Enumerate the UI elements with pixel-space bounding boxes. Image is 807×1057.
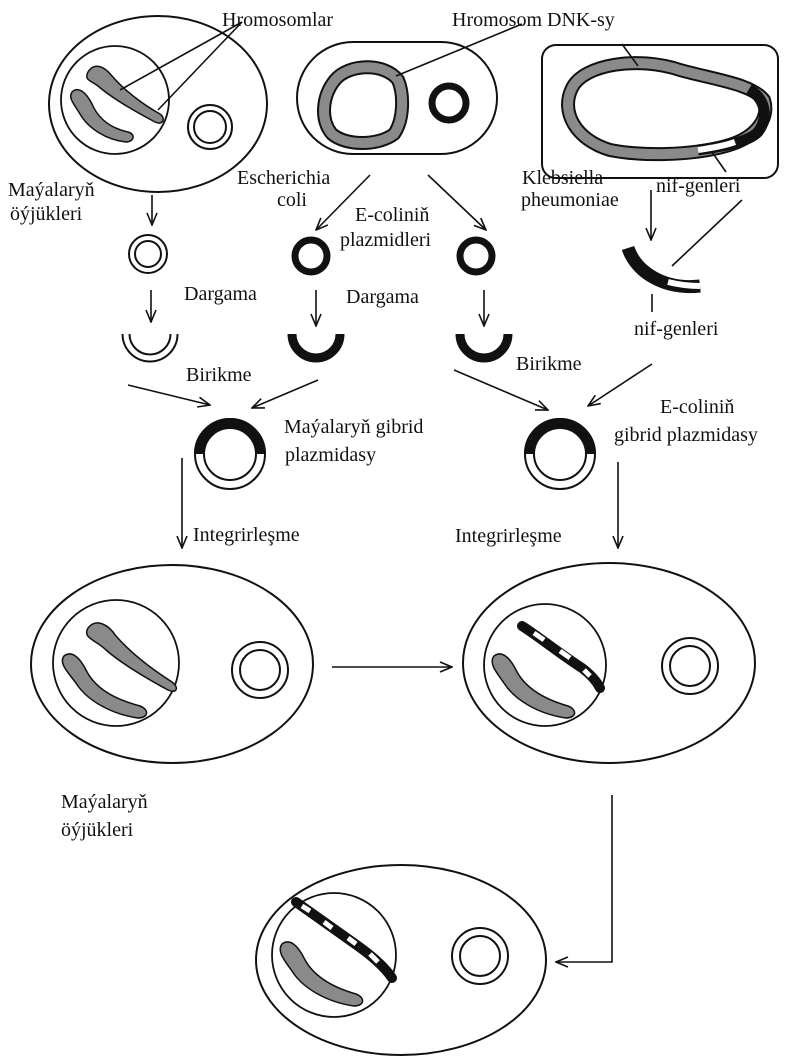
arrow [127,384,210,405]
label-coli: coli [277,189,307,211]
pointer-line [671,199,743,267]
yeast-opened-plasmid [121,333,179,363]
yeast-cell-top [48,15,268,193]
label-nif-genes-mid: nif-genleri [634,318,719,340]
pointer-line [119,21,243,91]
ecoli-opened-plasmid-right [455,333,513,363]
pointer-line [711,151,727,173]
label-ecoli-plasmids-1: E-coliniň [355,204,429,226]
arrow [556,795,613,962]
ecoli-plasmid-left [291,236,331,276]
label-nif-genes-top: nif-genleri [656,175,741,197]
label-joining-right: Birikme [516,353,582,375]
label-chromosomes: Hromosomlar [222,9,333,31]
label-ecoli-plasmids-2: plazmidleri [340,229,432,251]
yeast-cell-modified [462,562,756,764]
label-yeast-cells-top-1: Maýalaryň [8,179,95,201]
arrow [252,379,319,408]
label-chromosome-dna: Hromosom DNK-sy [452,9,615,31]
arrow [427,174,486,230]
label-yeast-hybrid-2: plazmidasy [285,444,376,466]
label-yeast-cells-bottom-1: Maýalaryň [61,791,148,813]
label-integration-right: Integrirleşme [455,525,562,547]
yeast-chromosome [86,65,164,124]
yeast-cell-middle [30,564,314,764]
label-ecoli-hybrid-1: E-coliniň [660,396,734,418]
arrow [588,363,653,406]
label-klebsiella: Klebsiella [522,167,603,189]
yeast-hybrid-plasmid [194,418,266,490]
label-yeast-hybrid-1: Maýalaryň gibrid [284,416,423,438]
pointer-line [395,23,523,77]
label-yeast-cells-top-2: öýjükleri [10,203,83,225]
label-cutting-left: Dargama [184,283,257,305]
label-pheumoniae: pheumoniae [521,189,619,211]
yeast-plasmid [128,234,168,274]
yeast-chromosome [69,88,134,143]
pointer-line [157,21,243,111]
arrow [453,369,548,410]
ecoli-plasmid-right [456,236,496,276]
label-integration-left: Integrirleşme [193,524,300,546]
ecoli-hybrid-plasmid [524,418,596,490]
label-escherichia: Escherichia [237,167,330,189]
label-yeast-cells-bottom-2: öýjükleri [61,819,134,841]
pointer-line [621,43,639,67]
label-joining-left: Birikme [186,364,252,386]
label-cutting-mid: Dargama [346,286,419,308]
label-ecoli-hybrid-2: gibrid plazmidasy [614,424,758,446]
klebsiella-cell [541,44,779,179]
ecoli-plasmid [428,82,470,124]
ecoli-cell [296,41,498,155]
nif-genes-fragment [621,245,701,294]
yeast-plasmid-top [187,104,233,150]
ecoli-opened-plasmid-left [287,333,345,363]
yeast-cell-bottom [255,864,547,1056]
arrow [316,174,371,230]
